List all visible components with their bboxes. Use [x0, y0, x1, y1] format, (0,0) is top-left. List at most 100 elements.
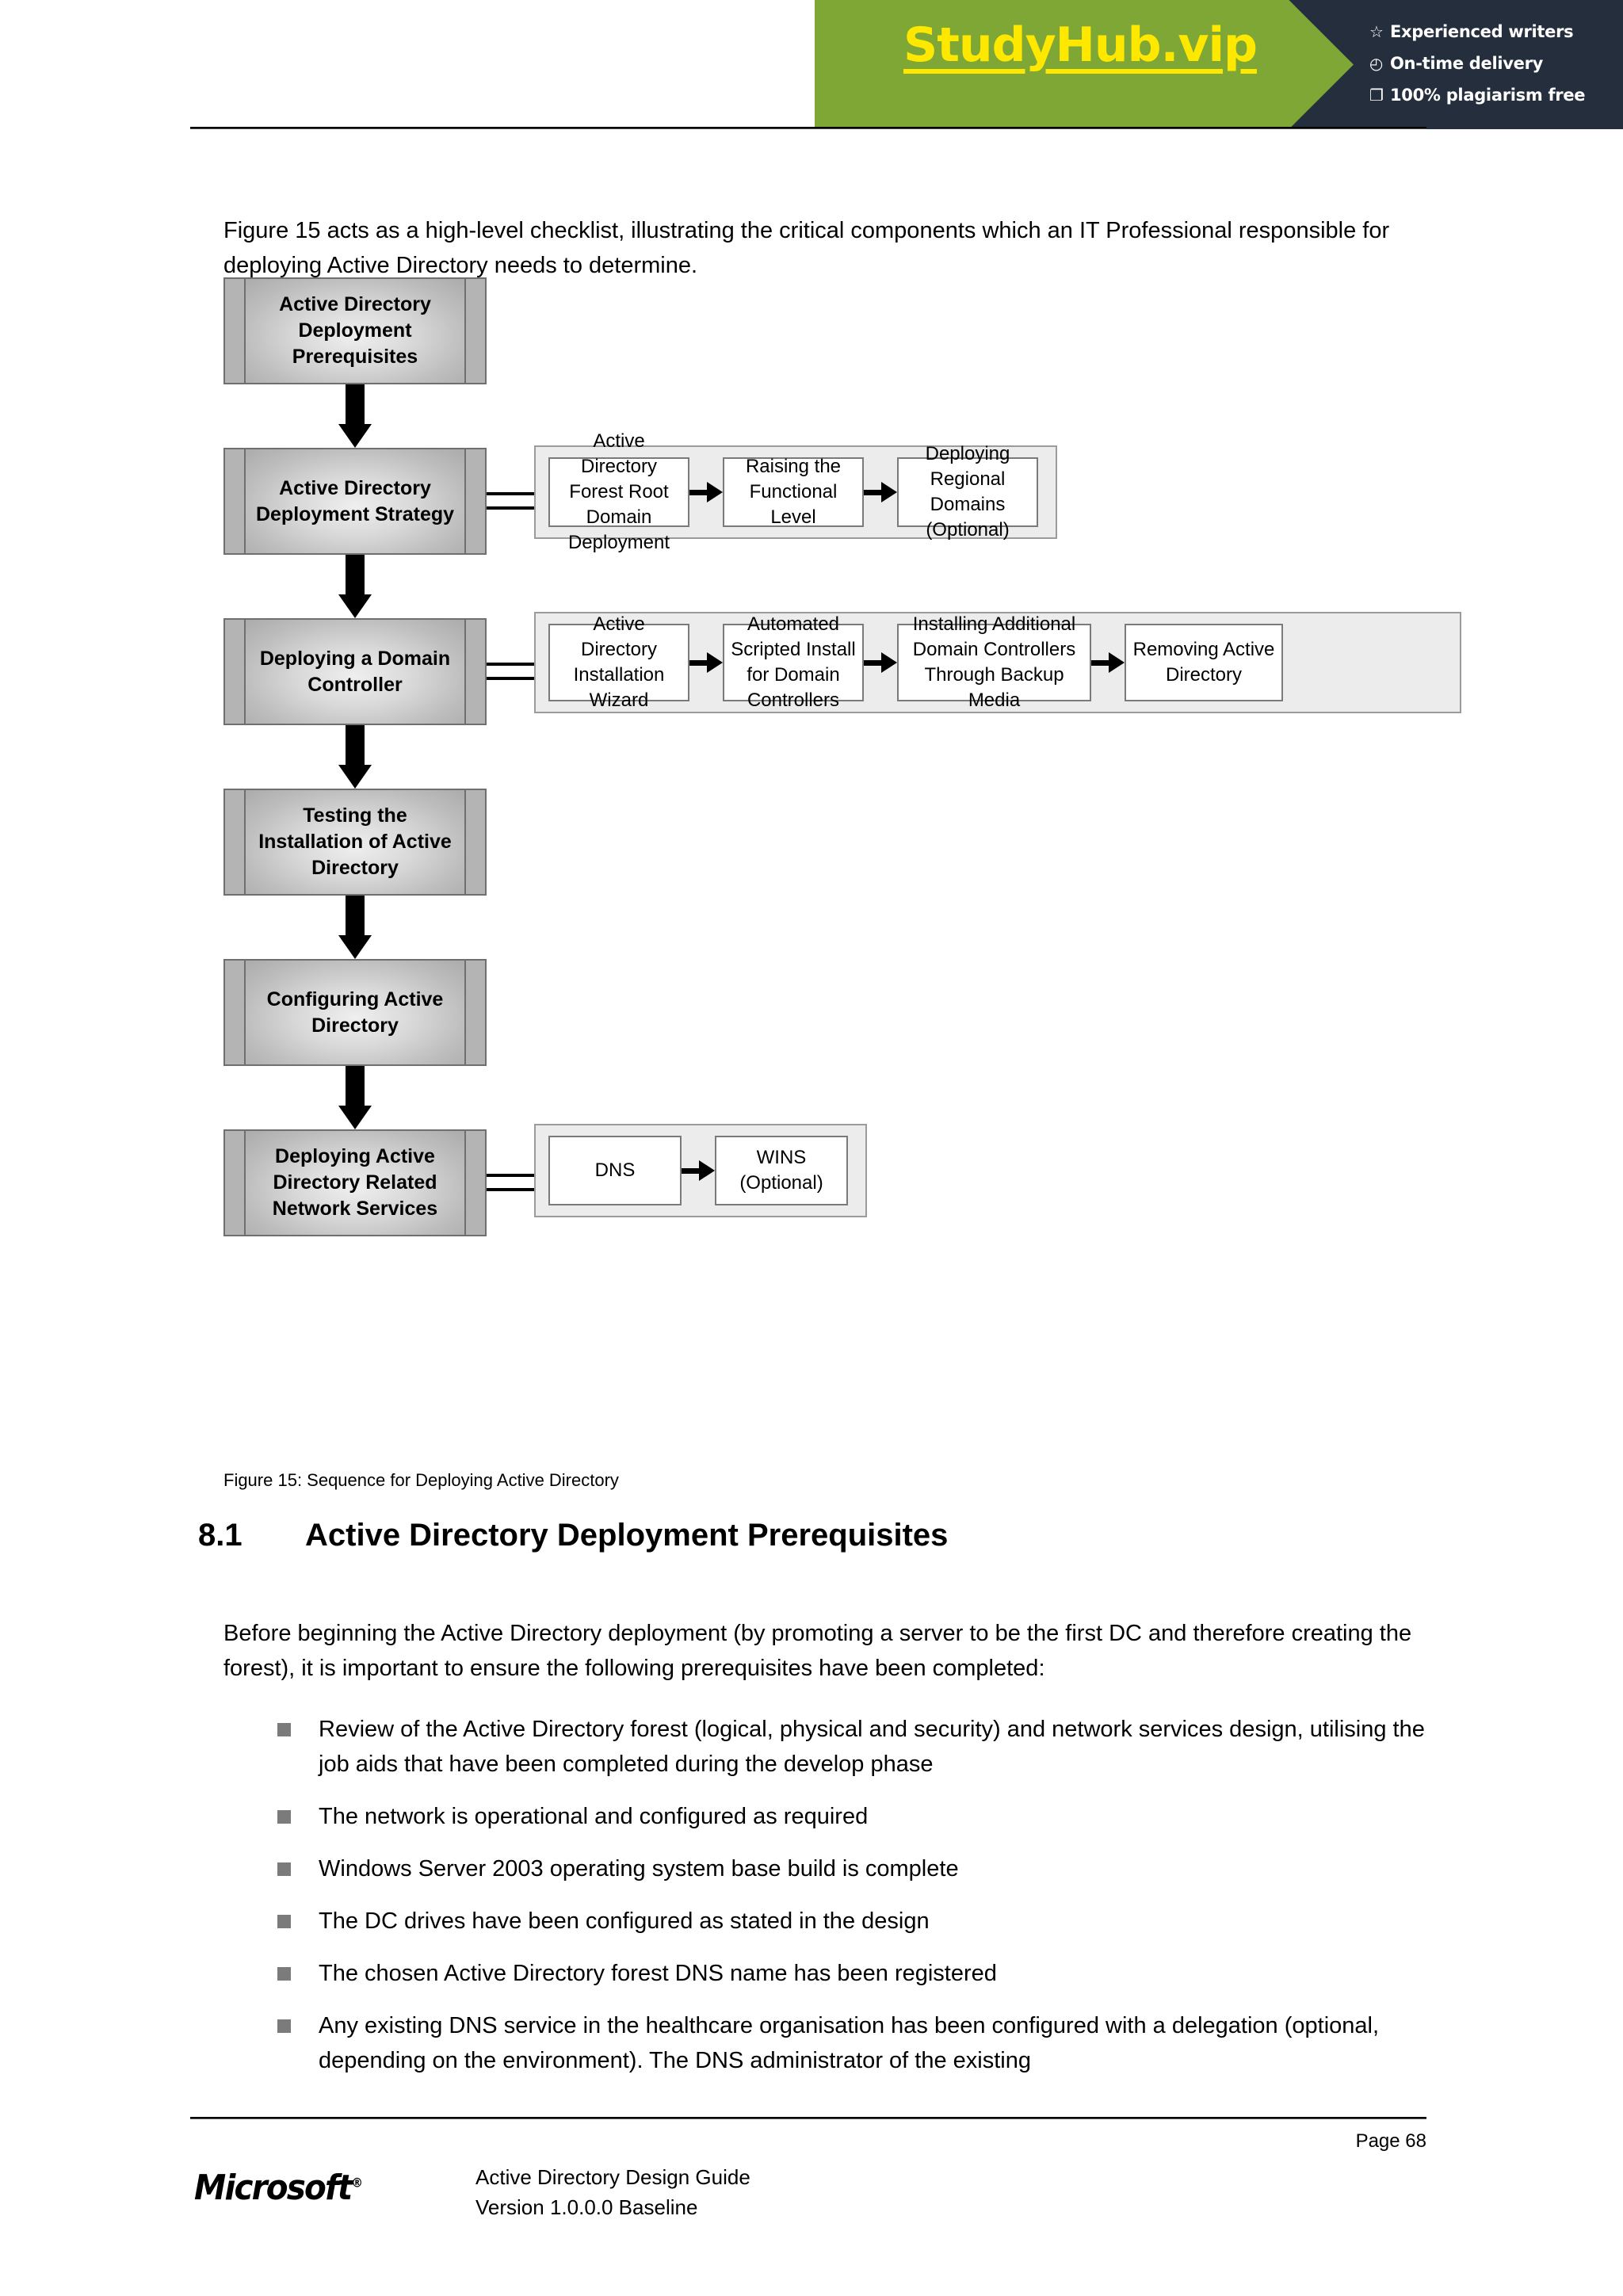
list-item: The chosen Active Directory forest DNS n… — [277, 1956, 1458, 1991]
feature-item-plagiarism: ❐ 100% plagiarism free — [1369, 79, 1615, 111]
arrow-shaft — [346, 384, 365, 424]
flow-arrow-down-1 — [338, 384, 372, 448]
flow-stage-label: Deploying Active Directory Related Netwo… — [272, 1145, 438, 1220]
flow-stage-testing: Testing the Installation of Active Direc… — [223, 789, 487, 896]
flow-substage-group-domain-controller: Active Directory Installation Wizard Aut… — [534, 612, 1461, 713]
connector-line — [487, 492, 534, 495]
list-item: The DC drives have been configured as st… — [277, 1904, 1458, 1939]
star-icon: ☆ — [1369, 22, 1384, 41]
footer-doc-version: Version 1.0.0.0 Baseline — [475, 2195, 698, 2219]
list-item-text: The chosen Active Directory forest DNS n… — [319, 1961, 997, 1986]
arrow-head-icon — [707, 482, 723, 502]
list-item-text: The network is operational and configure… — [319, 1804, 869, 1829]
flow-stage-inner: Deploying a Domain Controller — [246, 620, 464, 724]
flow-arrow-down-2 — [338, 555, 372, 618]
flow-arrow-right — [864, 482, 897, 502]
flow-stage-prerequisites: Active Directory Deployment Prerequisite… — [223, 277, 487, 384]
banner-green-panel — [815, 0, 1354, 129]
feature-item-delivery: ◴ On-time delivery — [1369, 48, 1615, 79]
prerequisites-list: Review of the Active Directory forest (l… — [277, 1712, 1458, 2095]
arrow-shaft — [346, 896, 365, 935]
flow-substage-box: Automated Scripted Install for Domain Co… — [723, 613, 864, 711]
flow-substage-box: Installing Additional Domain Controllers… — [897, 613, 1091, 711]
flow-stage-domain-controller: Deploying a Domain Controller — [223, 618, 487, 725]
flow-substage-box: WINS (Optional) — [715, 1136, 848, 1205]
studyhub-logo: StudyHub.vip — [903, 17, 1258, 73]
arrow-shaft — [346, 725, 365, 765]
watermark-banner: StudyHub.vip ☆ Experienced writers ◴ On-… — [815, 0, 1623, 129]
flow-stage-inner: Configuring Active Directory — [246, 961, 464, 1064]
flow-arrow-right — [689, 652, 723, 673]
list-item-text: Review of the Active Directory forest (l… — [319, 1717, 1425, 1777]
flow-arrow-right — [864, 652, 897, 673]
square-bullet-icon — [277, 1956, 319, 1991]
connector-line — [487, 506, 534, 510]
flow-substage-group-network-services: DNS WINS (Optional) — [534, 1124, 867, 1217]
microsoft-logo: Microsoft® — [194, 2168, 363, 2208]
arrow-shaft — [864, 659, 881, 666]
flow-stage-network-services: Deploying Active Directory Related Netwo… — [223, 1129, 487, 1236]
feature-label: On-time delivery — [1390, 54, 1544, 73]
flow-stage-label: Active Directory Deployment Strategy — [255, 476, 455, 525]
flow-substage-box: Active Directory Forest Root Domain Depl… — [548, 430, 689, 553]
square-bullet-icon — [277, 1904, 319, 1939]
arrow-head-icon — [1109, 652, 1125, 673]
section-number: 8.1 — [198, 1518, 242, 1553]
list-item: Review of the Active Directory forest (l… — [277, 1712, 1458, 1782]
footer-document-info: Active Directory Design Guide Version 1.… — [475, 2162, 750, 2222]
flow-substage-box: Deploying Regional Domains (Optional) — [897, 443, 1038, 541]
flow-substage-group-strategy: Active Directory Forest Root Domain Depl… — [534, 430, 1057, 553]
list-item: The network is operational and configure… — [277, 1799, 1458, 1834]
list-item-text: Any existing DNS service in the healthca… — [319, 2013, 1380, 2073]
flow-substage-box: DNS — [548, 1136, 682, 1205]
flow-connector-2 — [487, 492, 534, 510]
arrow-head-icon — [338, 424, 372, 448]
flow-stage-label: Testing the Installation of Active Direc… — [258, 804, 452, 879]
feature-item-writers: ☆ Experienced writers — [1369, 16, 1615, 48]
flow-connector-6 — [487, 1174, 534, 1191]
square-bullet-icon — [277, 2008, 319, 2078]
banner-feature-list: ☆ Experienced writers ◴ On-time delivery… — [1369, 16, 1615, 111]
footer-doc-title: Active Directory Design Guide — [475, 2165, 750, 2189]
arrow-shaft — [689, 489, 707, 495]
arrow-shaft — [346, 1066, 365, 1106]
microsoft-wordmark: Microsoft — [194, 2168, 353, 2208]
flow-arrow-down-5 — [338, 1066, 372, 1129]
arrow-shaft — [682, 1167, 699, 1174]
flow-stage-strategy: Active Directory Deployment Strategy — [223, 448, 487, 555]
section-title: Active Directory Deployment Prerequisite… — [305, 1518, 949, 1553]
flow-substage-box: Raising the Functional Level — [723, 456, 864, 528]
flow-stage-label: Configuring Active Directory — [266, 988, 444, 1037]
square-bullet-icon — [277, 1799, 319, 1834]
flow-arrow-right — [682, 1160, 715, 1181]
arrow-shaft — [346, 555, 365, 594]
section-heading: 8.1 Active Directory Deployment Prerequi… — [198, 1518, 1442, 1553]
footer-rule — [190, 2117, 1426, 2119]
feature-label: 100% plagiarism free — [1390, 86, 1586, 105]
connector-line — [487, 663, 534, 666]
list-item-text: The DC drives have been configured as st… — [319, 1908, 930, 1934]
arrow-head-icon — [338, 1106, 372, 1129]
arrow-head-icon — [881, 652, 897, 673]
header-rule — [190, 127, 1426, 129]
square-bullet-icon — [277, 1851, 319, 1886]
flow-stage-inner: Active Directory Deployment Strategy — [246, 449, 464, 553]
flow-stage-label: Deploying a Domain Controller — [259, 647, 451, 696]
flow-stage-configuring: Configuring Active Directory — [223, 959, 487, 1066]
section-paragraph: Before beginning the Active Directory de… — [223, 1621, 1412, 1681]
page-number: Page 68 — [1355, 2130, 1426, 2152]
document-icon: ❐ — [1369, 86, 1384, 105]
figure-15-flowchart: Active Directory Deployment Prerequisite… — [223, 277, 1491, 1450]
flow-arrow-right — [1091, 652, 1125, 673]
arrow-head-icon — [699, 1160, 715, 1181]
feature-label: Experienced writers — [1390, 22, 1574, 41]
arrow-head-icon — [707, 652, 723, 673]
flow-substage-box: Active Directory Installation Wizard — [548, 613, 689, 711]
list-item: Any existing DNS service in the healthca… — [277, 2008, 1458, 2078]
flow-arrow-right — [689, 482, 723, 502]
arrow-head-icon — [881, 482, 897, 502]
square-bullet-icon — [277, 1712, 319, 1782]
list-item: Windows Server 2003 operating system bas… — [277, 1851, 1458, 1886]
connector-line — [487, 1188, 534, 1191]
flow-substage-box: Removing Active Directory — [1125, 624, 1283, 701]
